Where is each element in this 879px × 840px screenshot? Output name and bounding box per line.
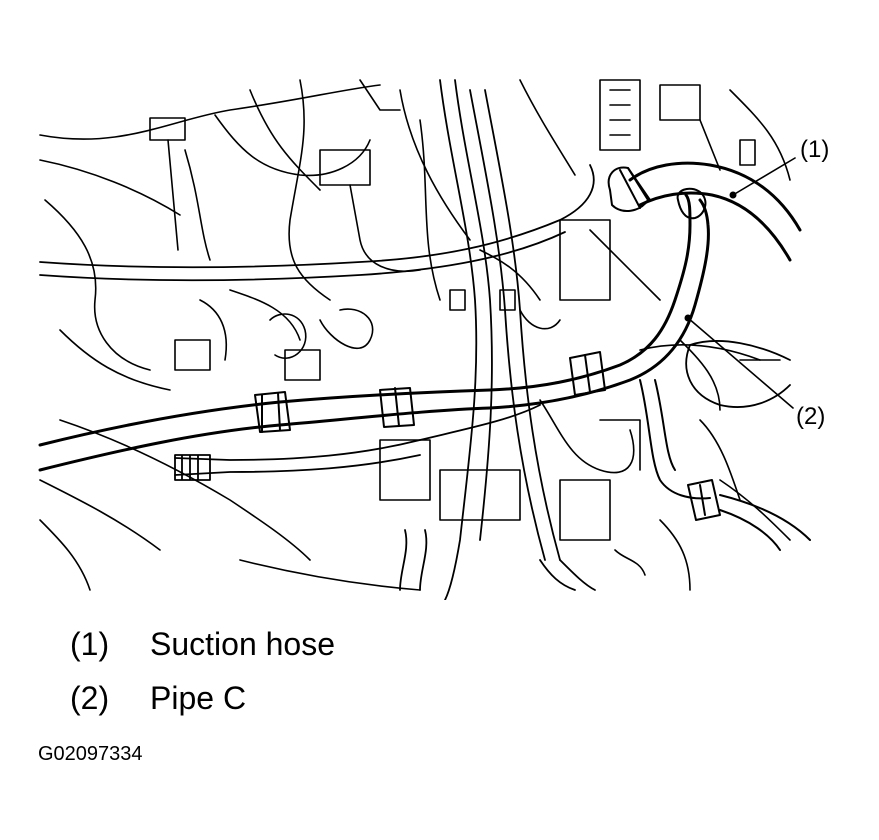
- fuel-line: [39, 164, 595, 269]
- legend-number: (1): [70, 626, 110, 662]
- lower-pipe-fitting: [174, 454, 211, 481]
- engine-bay-illustration: [38, 79, 811, 600]
- leader-line-1: [732, 157, 796, 196]
- return-hose-clamp: [687, 479, 721, 521]
- wire-harness: [399, 79, 596, 600]
- lower-pipe: [174, 404, 541, 461]
- legend-number: (2): [70, 680, 110, 716]
- figure-id: G02097334: [38, 743, 143, 765]
- callout-label-2: (2): [796, 403, 826, 430]
- pipe-clamp-1: [254, 391, 291, 433]
- legend-label: Pipe C: [150, 680, 247, 716]
- radiator-hose: [685, 340, 791, 408]
- legend-label: Suction hose: [150, 626, 336, 662]
- suction-hose: [607, 161, 802, 262]
- return-hose: [639, 379, 711, 500]
- pipe-clamp-3: [569, 351, 606, 396]
- engine-background-lines: [39, 79, 791, 591]
- leader-line-2: [687, 317, 794, 409]
- callout-label-1: (1): [800, 136, 830, 163]
- legend-item: (1) Suction hose: [70, 626, 335, 663]
- legend-item: (2) Pipe C: [70, 680, 246, 717]
- fuel-line-lower: [39, 231, 566, 282]
- suction-hose-clamp: [607, 166, 649, 212]
- pipe-c: [38, 187, 710, 472]
- pipe-clamp-2: [379, 387, 415, 428]
